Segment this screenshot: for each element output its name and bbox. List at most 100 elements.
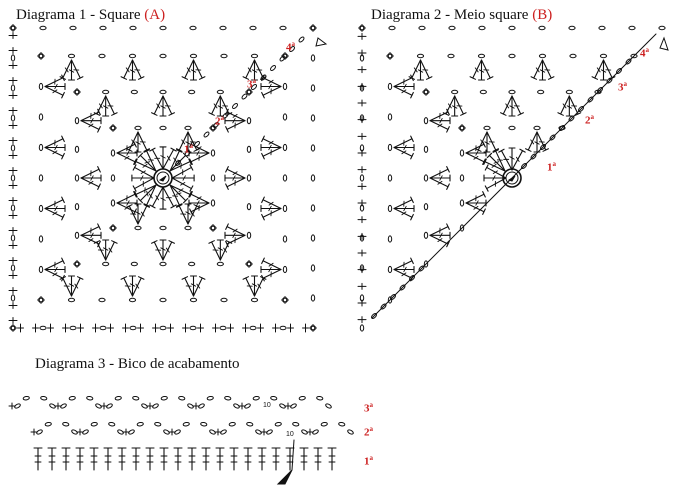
double-crochet-symbol — [393, 82, 415, 91]
double-crochet-symbol — [568, 95, 582, 116]
double-crochet-symbol — [169, 184, 189, 204]
treble-symbol — [103, 447, 113, 471]
chain-stitch-symbol — [134, 125, 142, 131]
chain-stitch-symbol — [282, 265, 288, 274]
double-crochet-symbol — [469, 59, 483, 80]
double-crochet-symbol — [143, 149, 157, 172]
chain-stitch-symbol — [459, 124, 465, 132]
double-crochet-symbol — [225, 120, 246, 133]
chain-stitch-symbol — [310, 234, 316, 242]
chain-stitch-symbol — [73, 261, 81, 267]
chain-stitch-symbol — [249, 325, 257, 331]
chain-stitch-symbol — [10, 324, 16, 332]
chain-stitch-symbol — [86, 395, 94, 401]
double-crochet-symbol — [80, 174, 102, 182]
double-crochet-symbol — [465, 191, 486, 204]
chain-stitch-symbol — [38, 265, 44, 274]
chain-stitch-symbol — [10, 84, 16, 92]
chain-stitch-symbol — [246, 260, 252, 268]
chain-stitch-symbol — [74, 145, 80, 153]
chain-stitch-symbol — [69, 25, 77, 31]
chain-stitch-symbol — [141, 403, 148, 409]
double-crochet-symbol — [483, 158, 506, 172]
treble-symbol — [229, 447, 239, 471]
chain-stitch-symbol — [74, 260, 80, 268]
double-crochet-symbol — [189, 152, 210, 165]
double-crochet-symbol — [498, 148, 513, 171]
double-crochet-symbol — [116, 199, 138, 207]
chain-stitch-symbol — [380, 303, 387, 310]
double-crochet-symbol — [260, 265, 282, 274]
chain-stitch-symbol — [110, 174, 116, 182]
double-crochet-symbol — [477, 59, 486, 81]
double-crochet-symbol — [134, 184, 157, 198]
chain-stitch-symbol — [282, 113, 288, 121]
chain-stitch-symbol — [188, 89, 196, 95]
chain-stitch-symbol — [387, 265, 393, 274]
double-crochet-symbol — [132, 177, 155, 192]
diagram1-round-label-2: 2a — [215, 114, 224, 128]
double-crochet-symbol — [149, 186, 164, 209]
chain-stitch-symbol — [483, 125, 491, 131]
chain-stitch-symbol — [110, 199, 116, 207]
chain-stitch-symbol — [106, 403, 113, 409]
treble-symbol — [89, 447, 99, 471]
diagram1-title-main: Diagrama 1 - Square — [16, 7, 141, 23]
chain-stitch-symbol — [209, 429, 216, 435]
double-crochet-symbol — [480, 59, 494, 80]
diagram1-stitches — [8, 24, 328, 333]
double-crochet-symbol — [159, 146, 167, 170]
double-crochet-symbol — [44, 146, 65, 160]
chain-stitch-symbol — [310, 84, 316, 92]
double-crochet-symbol — [171, 164, 194, 179]
chain-stitch-symbol — [521, 162, 528, 169]
chain-stitch-symbol — [10, 234, 16, 242]
double-crochet-symbol — [176, 204, 189, 225]
chain-stitch-symbol — [98, 53, 106, 59]
chain-stitch-symbol — [301, 429, 308, 435]
chain-stitch-symbol — [99, 325, 107, 331]
chain-stitch-symbol — [128, 429, 135, 435]
treble-symbol — [75, 447, 85, 471]
treble-symbol — [257, 447, 267, 471]
treble-symbol — [215, 447, 225, 471]
double-crochet-symbol — [80, 231, 102, 239]
chain-stitch-symbol — [62, 421, 70, 427]
chain-stitch-symbol — [625, 58, 632, 65]
double-crochet-symbol — [429, 223, 450, 236]
double-crochet-symbol — [192, 276, 206, 297]
chain-stitch-symbol — [282, 296, 288, 304]
double-crochet-symbol — [465, 202, 486, 215]
double-crochet-symbol — [132, 164, 155, 179]
double-crochet-symbol — [70, 59, 84, 80]
chain-stitch-symbol — [219, 325, 227, 331]
diagram1-round-label-3: 3a — [247, 77, 256, 91]
chain-stitch-symbol — [38, 235, 44, 243]
double-crochet-symbol — [429, 166, 450, 179]
chain-stitch-symbol — [109, 125, 117, 131]
double-crochet-symbol — [137, 152, 157, 172]
double-crochet-symbol — [80, 234, 101, 248]
double-crochet-symbol — [393, 143, 415, 152]
chain-stitch-symbol — [90, 421, 98, 427]
chain-stitch-symbol — [459, 199, 465, 207]
diagram2-round-label-1: 1a — [547, 160, 556, 174]
chain-stitch-symbol — [288, 46, 295, 53]
chain-stitch-symbol — [71, 429, 78, 435]
chain-stitch-symbol — [241, 93, 248, 100]
chain-stitch-symbol — [386, 53, 394, 59]
double-crochet-symbol — [454, 95, 467, 116]
chain-stitch-symbol — [44, 421, 52, 427]
chain-stitch-symbol — [389, 293, 396, 300]
treble-symbol — [187, 447, 197, 471]
double-crochet-symbol — [500, 95, 513, 116]
chain-stitch-symbol — [559, 124, 566, 131]
double-crochet-symbol — [225, 223, 246, 236]
double-crochet-symbol — [80, 120, 101, 133]
chain-stitch-symbol — [250, 53, 259, 59]
double-crochet-symbol — [261, 135, 282, 149]
chain-stitch-symbol — [152, 403, 159, 409]
double-crochet-symbol — [176, 131, 189, 152]
chain-stitch-symbol — [69, 325, 77, 331]
chain-stitch-symbol — [40, 395, 48, 401]
